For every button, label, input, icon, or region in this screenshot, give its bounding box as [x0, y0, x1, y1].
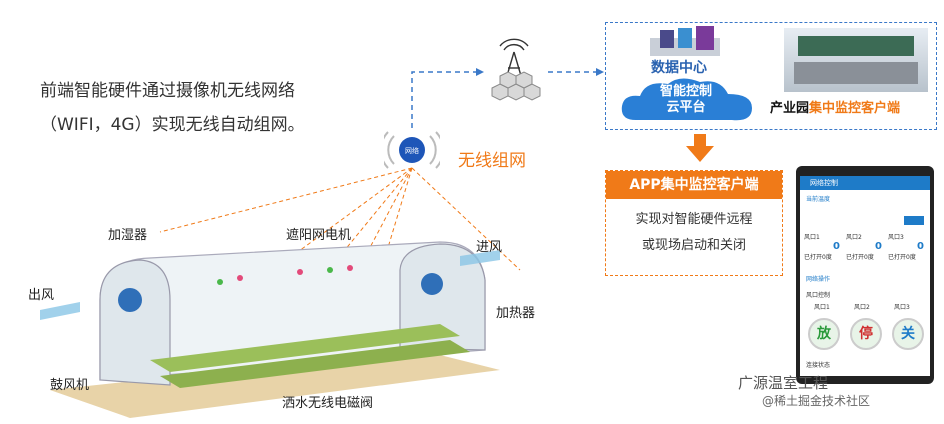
reading-3: 风口3 0 已打开0度	[888, 232, 928, 261]
cloud-line1: 智能控制	[659, 84, 712, 99]
reading-1-sub: 已打开0度	[804, 254, 832, 261]
watermark-brand: 广源温室工程	[738, 374, 829, 392]
park-prefix: 产业园	[770, 101, 810, 116]
app-description: 实现对智能硬件远程 或现场启动和关闭	[606, 207, 782, 259]
reading-1: 风口1 0 已打开0度	[804, 232, 844, 261]
reading-2: 风口2 0 已打开0度	[846, 232, 886, 261]
phone-section-ops: 网络操作	[806, 276, 831, 283]
wifi-icon-text: 网络	[405, 146, 419, 155]
link-right	[411, 167, 521, 271]
phone-control-label: 风口控制	[806, 292, 831, 299]
label-fan: 鼓风机	[50, 378, 90, 393]
server-icon	[650, 26, 720, 56]
down-arrow-icon	[686, 134, 714, 162]
park-highlight: 集中监控客户端	[809, 101, 901, 116]
label-shade-motor: 遮阳网电机	[286, 228, 352, 243]
label-air-out: 出风	[28, 288, 55, 303]
wifi-network-label: 无线组网	[458, 151, 526, 171]
phone-title: 网络控制	[800, 176, 930, 190]
reading-3-sub: 已打开0度	[888, 254, 916, 261]
reading-2-value: 0	[875, 241, 882, 252]
app-desc-line2: 或现场启动和关闭	[641, 238, 746, 253]
intro-line2: （WIFI，4G）实现无线自动组网。	[40, 115, 305, 135]
check-1[interactable]: 风口1	[814, 304, 830, 311]
reading-2-label: 风口2	[846, 234, 862, 241]
check-3[interactable]: 风口3	[894, 304, 910, 311]
cell-tower-icon	[491, 38, 541, 101]
phone-chip[interactable]	[904, 216, 924, 225]
app-desc-line1: 实现对智能硬件远程	[635, 212, 753, 227]
intro-text: 前端智能硬件通过摄像机无线网络 （WIFI，4G）实现无线自动组网。	[40, 74, 370, 142]
stop-button[interactable]: 停	[850, 318, 882, 350]
cloud-line2: 云平台	[666, 100, 706, 115]
reading-3-value: 0	[917, 241, 924, 252]
wifi-router-icon: 网络	[384, 131, 440, 169]
reading-3-label: 风口3	[888, 234, 904, 241]
app-title: APP集中监控客户端	[606, 171, 782, 199]
phone-mockup: 网络控制 当前温度 风口1 0 已打开0度 风口2 0 已打开0度 风口3 0 …	[796, 166, 934, 384]
check-2[interactable]: 风口2	[854, 304, 870, 311]
park-client-label: 产业园集中监控客户端	[770, 97, 900, 116]
wifi-to-tower-line	[411, 71, 480, 128]
phone-screen: 网络控制 当前温度 风口1 0 已打开0度 风口2 0 已打开0度 风口3 0 …	[800, 176, 930, 376]
intro-line1: 前端智能硬件通过摄像机无线网络	[40, 81, 295, 101]
cloud-icon	[621, 78, 752, 121]
reading-1-value: 0	[833, 241, 840, 252]
phone-section-temp: 当前温度	[806, 196, 831, 203]
link-humidifier	[159, 167, 413, 233]
link-shade	[334, 167, 413, 263]
reading-1-label: 风口1	[804, 234, 820, 241]
cloud-platform-label: 智能控制 云平台	[626, 84, 746, 116]
open-button[interactable]: 放	[808, 318, 840, 350]
app-client-panel: APP集中监控客户端 实现对智能硬件远程 或现场启动和关闭	[605, 170, 783, 276]
close-button[interactable]: 关	[892, 318, 924, 350]
monitoring-room-image	[784, 28, 928, 92]
watermark-community: @稀土掘金技术社区	[762, 394, 871, 408]
data-center-label: 数据中心	[651, 60, 707, 76]
reading-2-sub: 已打开0度	[846, 254, 874, 261]
label-air-in: 进风	[476, 240, 503, 255]
label-valve: 洒水无线电磁阀	[282, 396, 374, 411]
label-heater: 加热器	[496, 306, 536, 321]
greenhouse-illustration	[40, 241, 500, 418]
label-humidifier: 加湿器	[108, 228, 148, 243]
phone-status: 连接状态	[806, 362, 831, 369]
